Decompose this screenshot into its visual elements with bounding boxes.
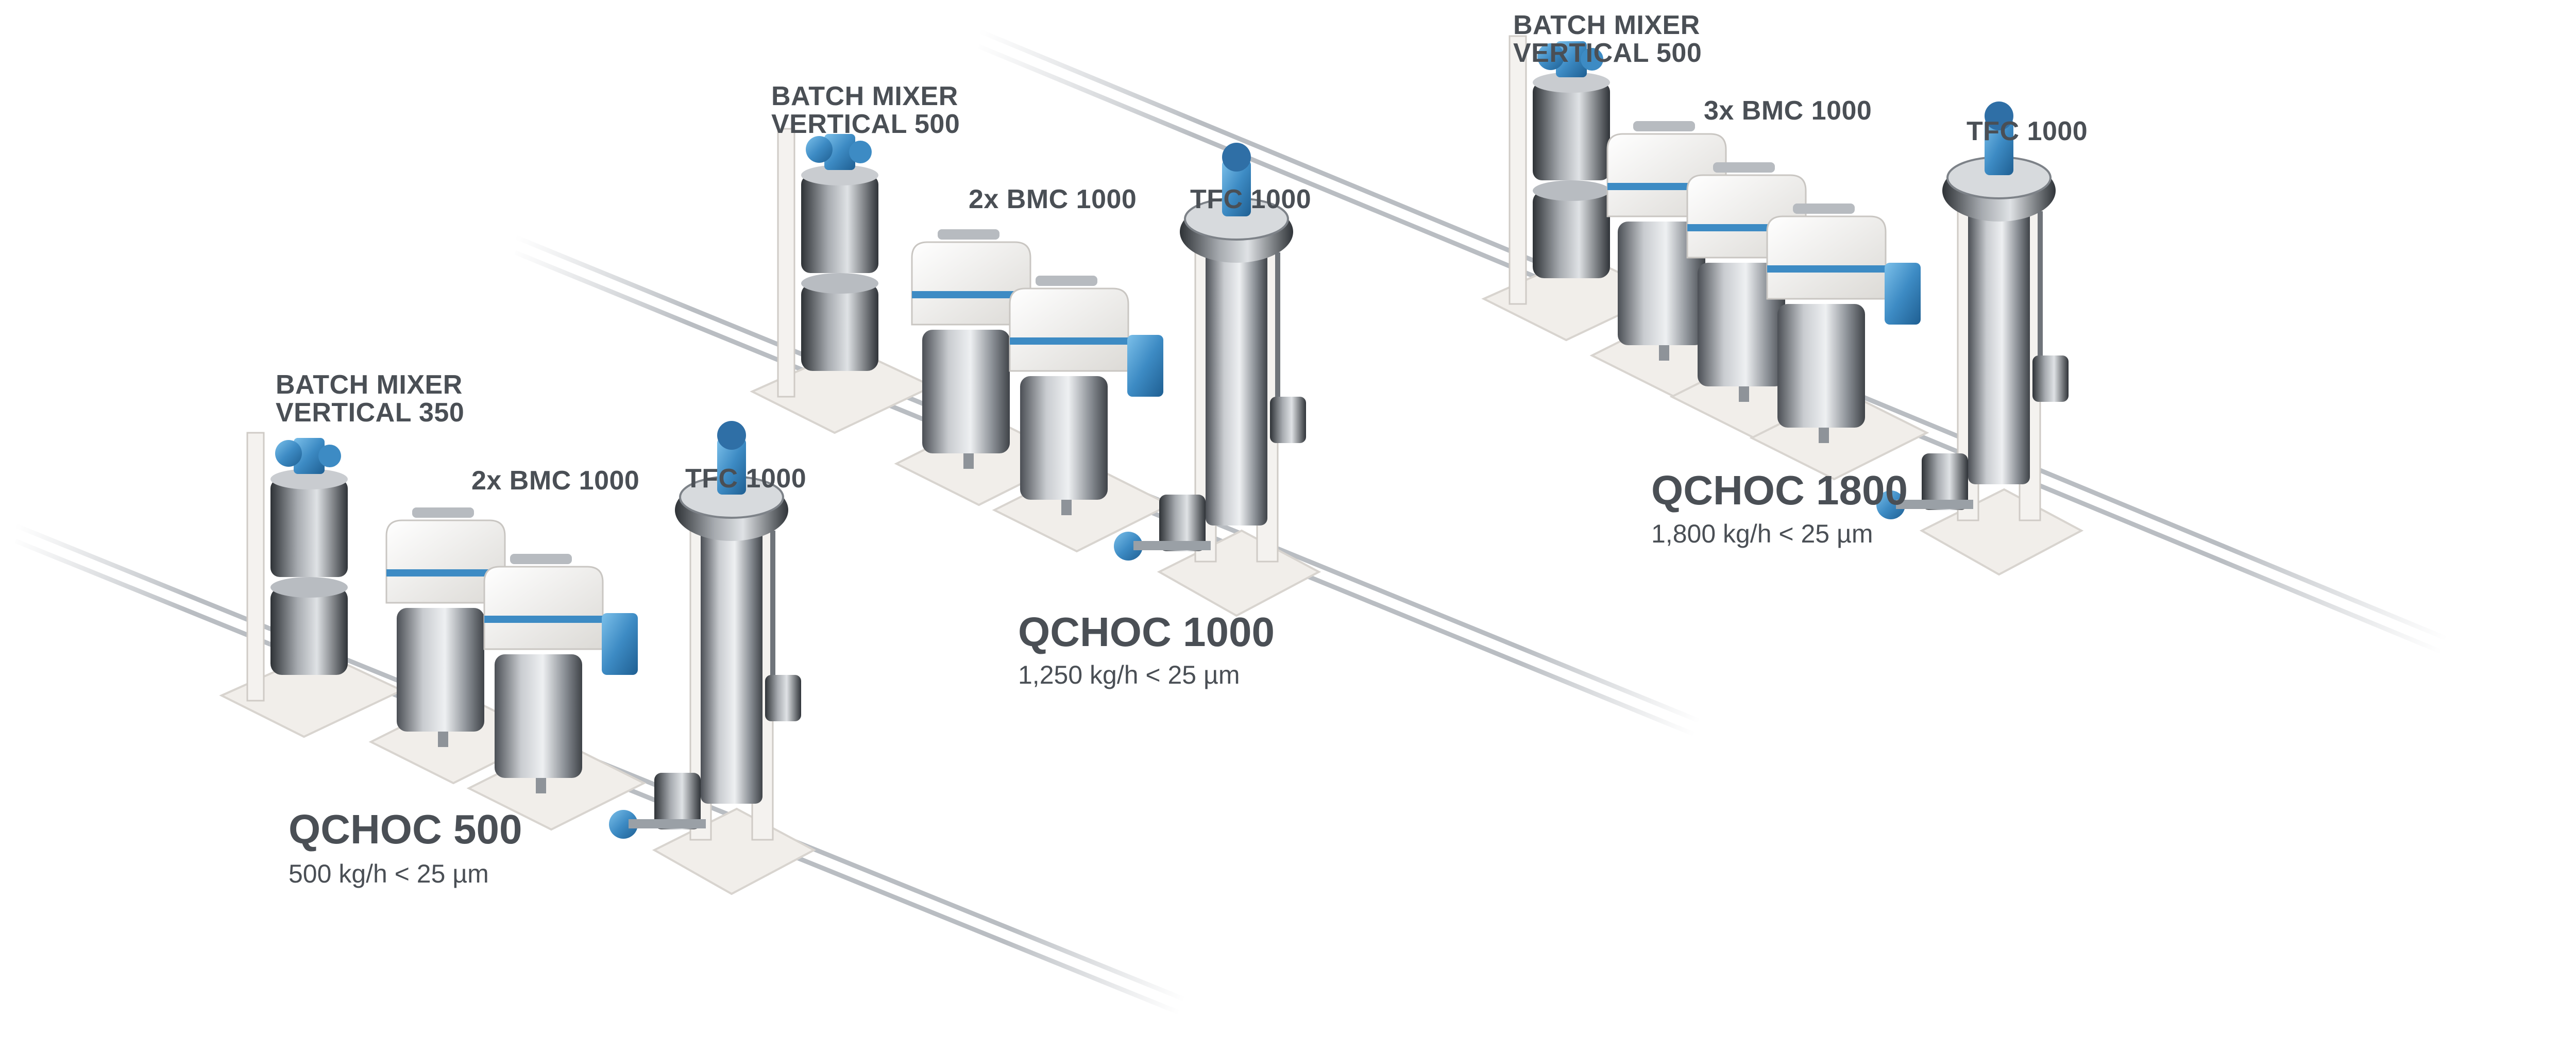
mixer-label-line-2: VERTICAL 500 [1513,38,1702,68]
mixer-label-line-2: VERTICAL 350 [276,398,465,428]
mixer-label: BATCH MIXER VERTICAL 500 [771,82,960,138]
mixer-label-line-1: BATCH MIXER [1513,10,1700,40]
mill-label: 2x BMC 1000 [471,466,640,496]
mill-label: 2x BMC 1000 [969,184,1137,214]
tfc-label: TFC 1000 [1190,184,1312,214]
line-title: QCHOC 500 [289,806,522,852]
mixer-label: BATCH MIXER VERTICAL 350 [276,371,464,427]
mixer-label-line-1: BATCH MIXER [771,81,958,111]
mixer-label-line-2: VERTICAL 500 [771,109,960,139]
line-title: QCHOC 1000 [1018,609,1275,655]
batch-mixer-vertical-500-image [751,128,934,434]
tfc-label: TFC 1000 [685,464,807,494]
batch-mixer-vertical-350-image [221,432,403,738]
tfc-label: TFC 1000 [1967,116,2088,146]
bmc-mill-image [1751,202,1928,480]
line-capacity: 1,250 kg/h < 25 µm [1018,660,1240,689]
mill-label: 3x BMC 1000 [1704,96,1872,126]
mixer-label: BATCH MIXER VERTICAL 500 [1513,11,1702,67]
line-title: QCHOC 1800 [1651,467,1908,513]
line-capacity: 1,800 kg/h < 25 µm [1651,519,1873,548]
bmc-mill-image [993,275,1171,552]
mixer-label-line-1: BATCH MIXER [276,370,463,400]
line-capacity: 500 kg/h < 25 µm [289,859,489,888]
bmc-mill-image [468,553,645,830]
